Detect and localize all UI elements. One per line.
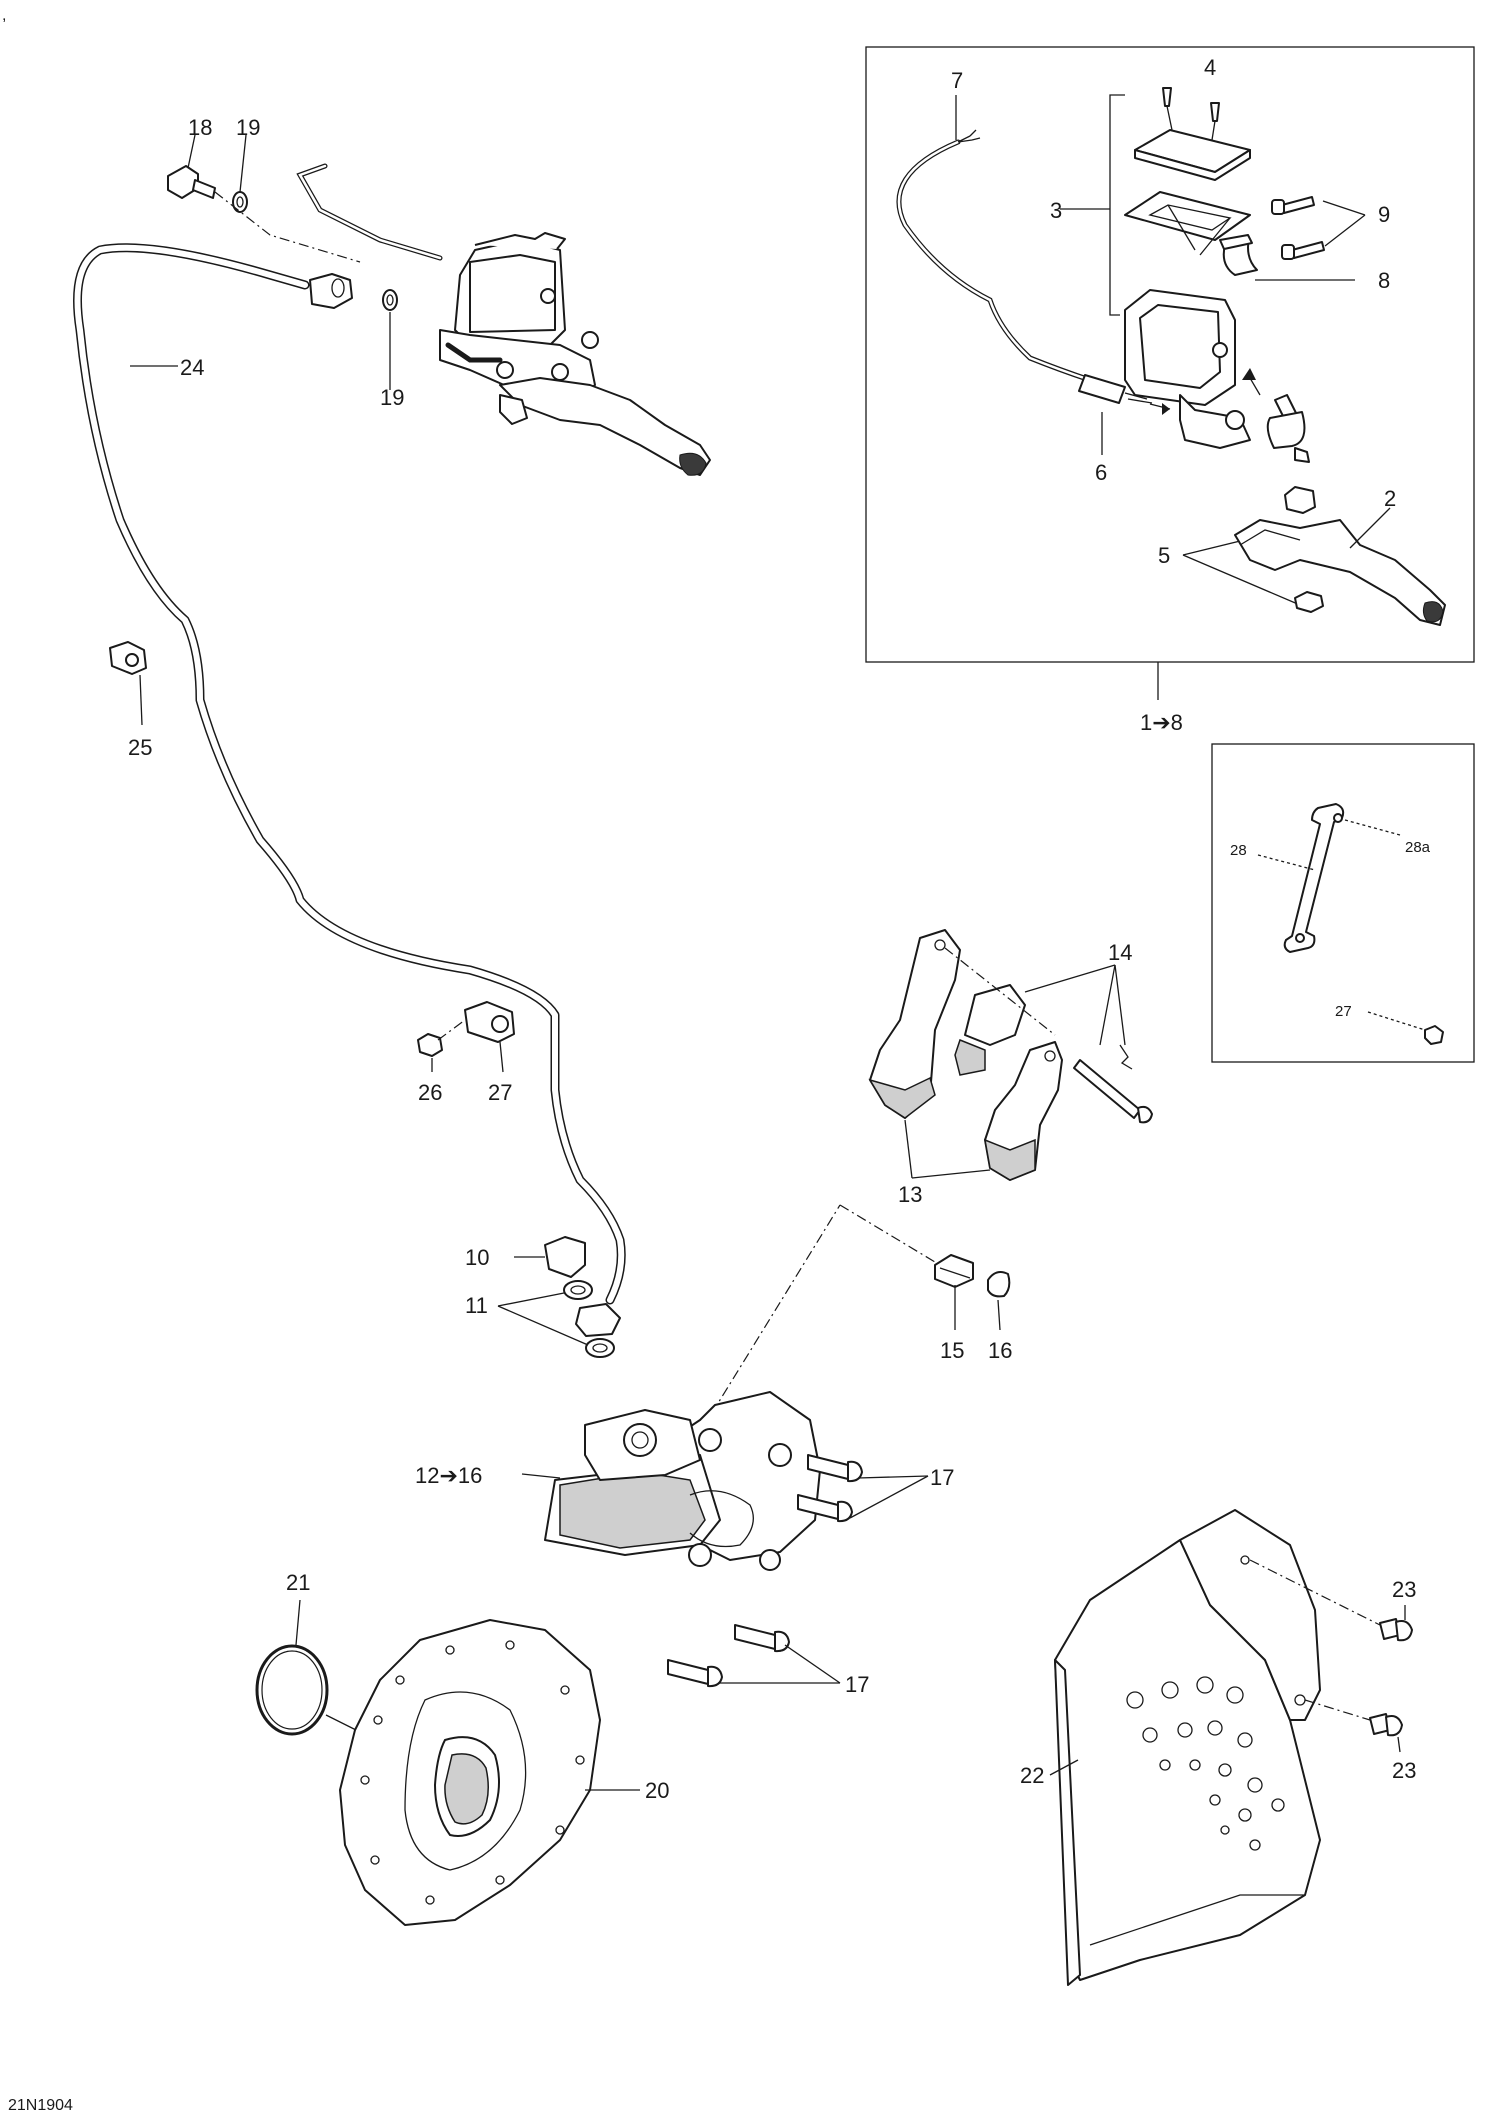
inset-callout-28a: 28a xyxy=(1405,839,1431,856)
callout-3: 3 xyxy=(1050,198,1062,223)
callout-12-16: 12➔16 xyxy=(415,1463,482,1488)
callout-26: 26 xyxy=(418,1080,442,1105)
callout-21: 21 xyxy=(286,1570,310,1595)
corner-mark: , xyxy=(2,7,6,24)
part-17-caliper-bolts-lower xyxy=(667,1624,841,1688)
caliper-body xyxy=(544,1391,821,1571)
hose-banjo-fitting xyxy=(309,273,353,309)
callout-27: 27 xyxy=(488,1080,512,1105)
callout-19-bottom: 19 xyxy=(380,385,404,410)
part-8-clamp xyxy=(1219,234,1355,281)
part-17-caliper-bolts-upper xyxy=(797,1454,929,1523)
part-2-brake-lever xyxy=(1234,507,1446,626)
part-9-bolts xyxy=(1271,196,1366,260)
callout-4: 4 xyxy=(1204,55,1216,80)
callout-10: 10 xyxy=(465,1245,489,1270)
callout-2: 2 xyxy=(1384,486,1396,511)
callout-16: 16 xyxy=(988,1338,1012,1363)
part-11-washers xyxy=(497,1280,621,1358)
callout-17-lower: 17 xyxy=(845,1672,869,1697)
part-6-stop-switch xyxy=(1078,374,1171,455)
callout-24: 24 xyxy=(180,355,204,380)
callout-19-top: 19 xyxy=(236,115,260,140)
callout-23-lower: 23 xyxy=(1392,1758,1416,1783)
top-switch-wire xyxy=(296,163,503,363)
part-15-bleeder xyxy=(934,1254,974,1330)
part-28-bracket xyxy=(1257,803,1401,953)
callout-14: 14 xyxy=(1108,940,1132,965)
drawing-number: 21N1904 xyxy=(8,2097,73,2114)
callout-17-upper: 17 xyxy=(930,1465,954,1490)
callout-6: 6 xyxy=(1095,460,1107,485)
part-27-clip xyxy=(464,1001,515,1073)
part-16-cap xyxy=(987,1271,1011,1331)
part-24-brake-hose xyxy=(73,243,626,1305)
callout-22: 22 xyxy=(1020,1763,1044,1788)
callout-20: 20 xyxy=(645,1778,669,1803)
top-lever xyxy=(499,377,711,476)
part-25-hose-clip xyxy=(109,641,147,726)
part-23-screws xyxy=(1249,1559,1413,1753)
part-3-reservoir-cap xyxy=(1124,129,1251,256)
part-4-screws xyxy=(1162,87,1220,141)
part-22-disc-guard xyxy=(1049,1509,1321,1986)
part-21-o-ring xyxy=(255,1599,370,1738)
callout-18: 18 xyxy=(188,115,212,140)
callout-7: 7 xyxy=(951,68,963,93)
kit-master-cylinder-body xyxy=(1124,289,1251,449)
inset-callout-27: 27 xyxy=(1335,1003,1352,1020)
master-cylinder-body xyxy=(439,232,599,401)
part-7-switch-wire xyxy=(896,95,1093,383)
part-27-inset-nut xyxy=(1367,1011,1444,1045)
part-26-nut xyxy=(417,1033,443,1072)
inset-callout-28: 28 xyxy=(1230,842,1247,859)
part-18-banjo-bolt xyxy=(167,134,216,199)
callout-23-upper: 23 xyxy=(1392,1577,1416,1602)
part-20-brake-disc xyxy=(339,1619,640,1926)
master-cylinder-kit-frame xyxy=(865,46,1475,700)
part-19-washers xyxy=(232,134,398,390)
callout-11: 11 xyxy=(465,1293,488,1318)
callout-8: 8 xyxy=(1378,268,1390,293)
callout-13: 13 xyxy=(898,1182,922,1207)
callout-15: 15 xyxy=(940,1338,964,1363)
inset-frame xyxy=(1211,743,1475,1063)
part-13-brake-pads xyxy=(868,929,1063,1181)
callout-5: 5 xyxy=(1158,543,1170,568)
callout-9: 9 xyxy=(1378,202,1390,227)
part-10-bleed-plug xyxy=(514,1236,586,1278)
callout-1-8: 1➔8 xyxy=(1140,710,1183,735)
callout-25: 25 xyxy=(128,735,152,760)
